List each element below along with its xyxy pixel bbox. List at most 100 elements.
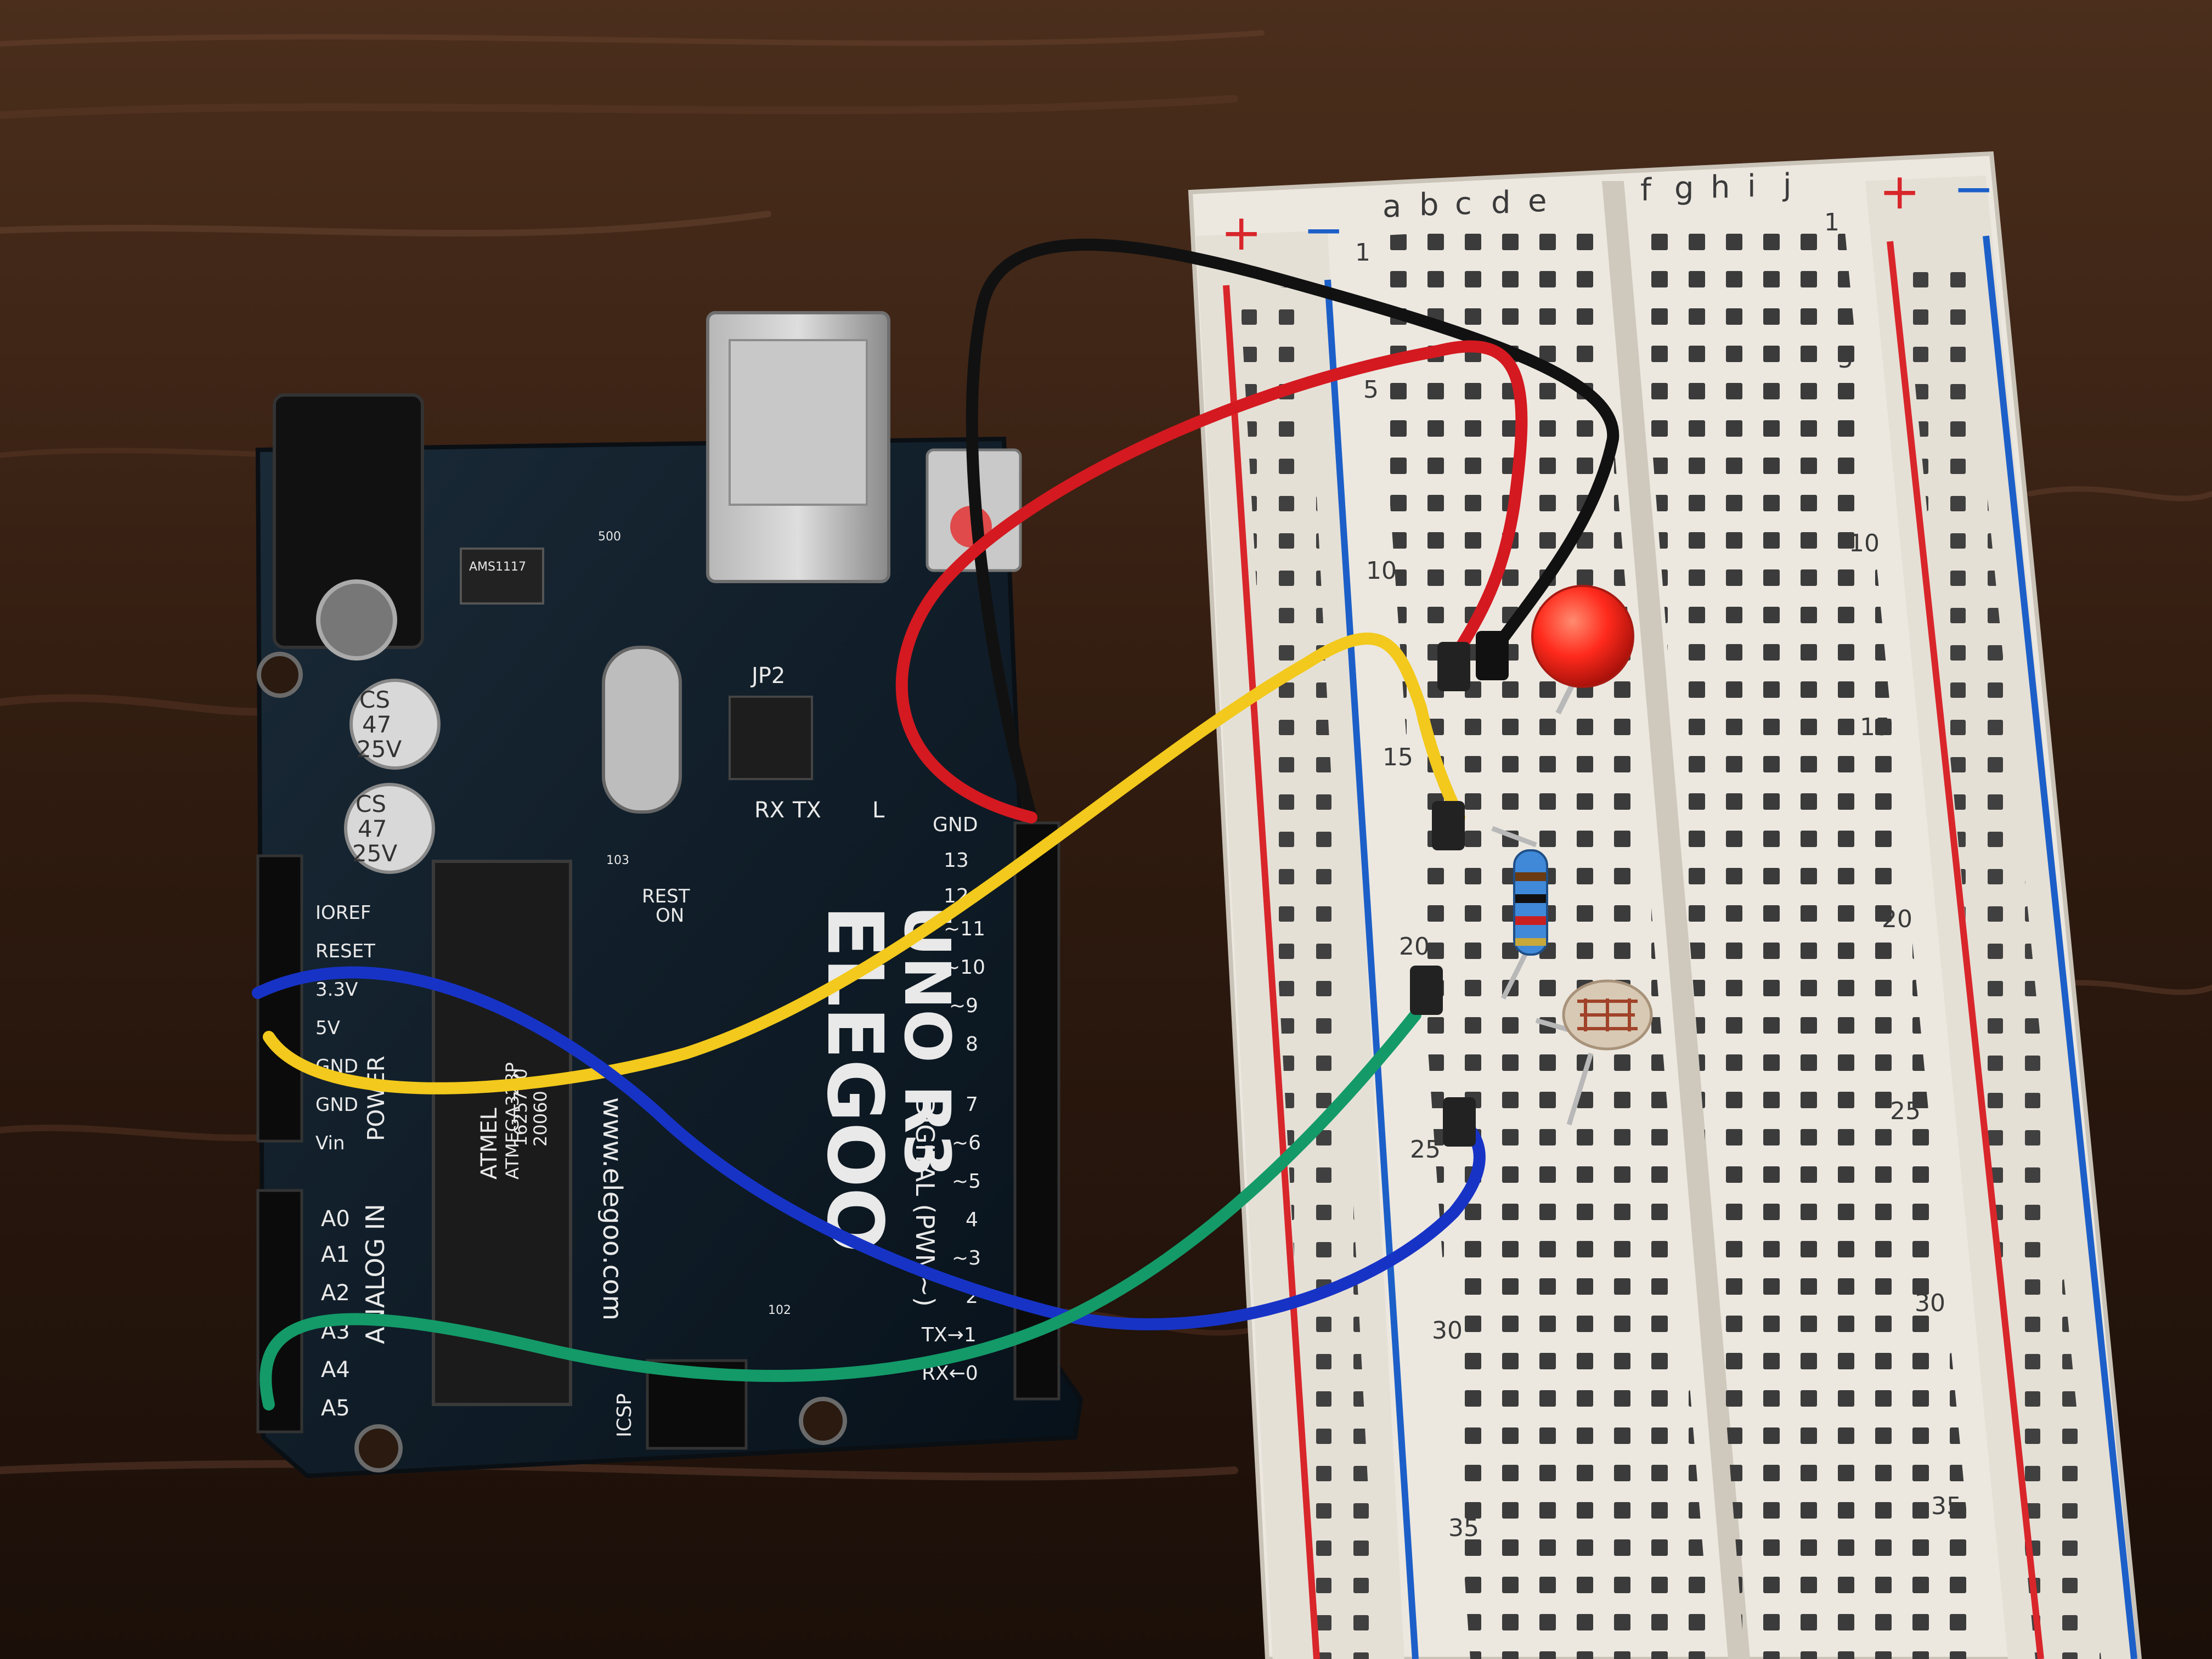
chip-brand: ATMEL bbox=[477, 1108, 502, 1180]
pin-label-6: ~6 bbox=[952, 1132, 981, 1154]
wire-end-red bbox=[1437, 642, 1470, 691]
right-positive-rail-line bbox=[1887, 241, 2044, 1659]
rx-led-label: RX bbox=[754, 798, 785, 823]
right-row-number-35: 35 bbox=[1931, 1492, 1962, 1520]
right-row-number-10: 10 bbox=[1849, 529, 1880, 557]
left-minus-label: − bbox=[1303, 201, 1344, 259]
components bbox=[1491, 585, 1653, 1126]
column-label-a: a bbox=[1383, 189, 1401, 224]
pin-label-10: ~10 bbox=[944, 956, 985, 979]
right-row-number-30: 30 bbox=[1915, 1289, 1945, 1317]
mounting-hole bbox=[354, 1424, 403, 1472]
pin-label-reset: RESET bbox=[315, 940, 375, 962]
pin-label-a5: A5 bbox=[321, 1396, 350, 1421]
pin-label-vin: Vin bbox=[315, 1132, 345, 1154]
pin-label-tx1: TX→1 bbox=[921, 1324, 977, 1346]
right-row-number-25: 25 bbox=[1890, 1097, 1921, 1125]
left-row-number-30: 30 bbox=[1432, 1317, 1463, 1345]
capacitor-2: CS 47 25V bbox=[344, 783, 435, 874]
left-row-number-15: 15 bbox=[1383, 743, 1413, 771]
reset-jumper-label-top: REST bbox=[642, 885, 690, 907]
green-wire bbox=[259, 1009, 1421, 1410]
capacitor-label-line: 47 bbox=[358, 815, 387, 842]
column-label-h: h bbox=[1711, 170, 1730, 205]
pin-label-gnd-digital: GND bbox=[933, 814, 978, 836]
mounting-hole bbox=[257, 652, 303, 698]
dc-jack-socket bbox=[316, 579, 397, 661]
wire-end-black bbox=[1476, 631, 1509, 680]
left-row-number-25: 25 bbox=[1410, 1136, 1441, 1164]
wood-grain bbox=[0, 30, 2212, 1481]
board-url: www.elegoo.com bbox=[597, 1097, 628, 1321]
black-wire bbox=[966, 238, 1620, 823]
l-led-label: L bbox=[872, 798, 885, 823]
yellow-wire bbox=[263, 633, 1465, 1094]
capacitor-1: CS 47 25V bbox=[349, 679, 441, 770]
left-row-number-1: 1 bbox=[1355, 239, 1370, 267]
right-negative-rail-line bbox=[1983, 235, 2137, 1659]
capacitor-label-line: 25V bbox=[352, 840, 397, 867]
pin-label-a0: A0 bbox=[321, 1206, 350, 1232]
left-positive-rail-line bbox=[1223, 285, 1320, 1659]
blue-wire bbox=[252, 966, 1486, 1330]
column-label-e: e bbox=[1528, 183, 1547, 219]
red-wire bbox=[895, 340, 1528, 823]
voltage-regulator bbox=[460, 548, 544, 605]
pin-label-7: 7 bbox=[966, 1093, 978, 1116]
tx-led-label: TX bbox=[792, 798, 821, 823]
reset-jumper-label-bottom: ON bbox=[656, 905, 684, 927]
column-label-j: j bbox=[1782, 167, 1792, 203]
pin-label-5: ~5 bbox=[952, 1170, 981, 1193]
smd-marking: 102 bbox=[768, 1304, 791, 1317]
crystal-oscillator bbox=[602, 646, 682, 814]
chip-date: 20060 bbox=[530, 1091, 551, 1147]
right-row-number-20: 20 bbox=[1882, 905, 1912, 933]
pin-label-11: ~11 bbox=[944, 918, 985, 940]
right-minus-label: − bbox=[1953, 160, 1994, 218]
resistor bbox=[1491, 826, 1548, 1000]
pin-label-a1: A1 bbox=[321, 1242, 350, 1267]
atmega-chip bbox=[432, 860, 572, 1406]
right-row-number-5: 5 bbox=[1838, 346, 1853, 374]
capacitor-label-line: 25V bbox=[357, 736, 402, 763]
left-plus-label: + bbox=[1221, 204, 1262, 262]
capacitor-label-line: CS bbox=[356, 791, 386, 817]
pin-label-13: 13 bbox=[944, 849, 969, 872]
red-led bbox=[1531, 585, 1634, 715]
column-label-f: f bbox=[1640, 172, 1652, 208]
left-negative-rail-line bbox=[1324, 279, 1419, 1659]
column-label-c: c bbox=[1455, 186, 1472, 222]
jumper-label: JP2 bbox=[750, 663, 785, 689]
jumper-wires bbox=[252, 238, 1620, 1410]
smd-marking: 103 bbox=[606, 854, 629, 867]
regulator-marking: AMS1117 bbox=[469, 560, 526, 574]
left-row-number-35: 35 bbox=[1448, 1514, 1479, 1542]
column-label-g: g bbox=[1674, 171, 1694, 206]
column-label-b: b bbox=[1419, 187, 1439, 223]
icsp-label: ICSP bbox=[613, 1393, 636, 1437]
capacitor-label-line: 47 bbox=[362, 711, 391, 738]
photoresistor bbox=[1535, 979, 1653, 1126]
pin-label-9: ~9 bbox=[949, 995, 978, 1017]
usb-interface-chip bbox=[729, 696, 813, 780]
pin-label-ioref: IOREF bbox=[315, 902, 371, 924]
column-label-i: i bbox=[1747, 168, 1756, 204]
wire-end-blue bbox=[1443, 1097, 1476, 1147]
wire-end-green bbox=[1410, 966, 1443, 1015]
wire-end-yellow bbox=[1432, 801, 1465, 850]
pin-label-gnd: GND bbox=[315, 1094, 358, 1116]
pin-label-a2: A2 bbox=[321, 1280, 350, 1306]
capacitor-label-line: CS bbox=[359, 686, 390, 713]
arduino-board: CS 47 25V CS 47 25V AMS1117 ATMEL ATMEGA… bbox=[255, 311, 1084, 1479]
power-header bbox=[256, 854, 303, 1143]
pin-label-a4: A4 bbox=[321, 1357, 350, 1383]
pin-label-8: 8 bbox=[966, 1033, 978, 1056]
usb-connector-mouth bbox=[729, 339, 868, 506]
left-row-number-10: 10 bbox=[1366, 557, 1397, 585]
smd-marking: 500 bbox=[598, 530, 621, 544]
pin-label-3: ~3 bbox=[952, 1247, 981, 1269]
mounting-hole bbox=[799, 1397, 847, 1445]
pin-label-4: 4 bbox=[966, 1209, 978, 1231]
left-row-number-5: 5 bbox=[1363, 376, 1379, 404]
